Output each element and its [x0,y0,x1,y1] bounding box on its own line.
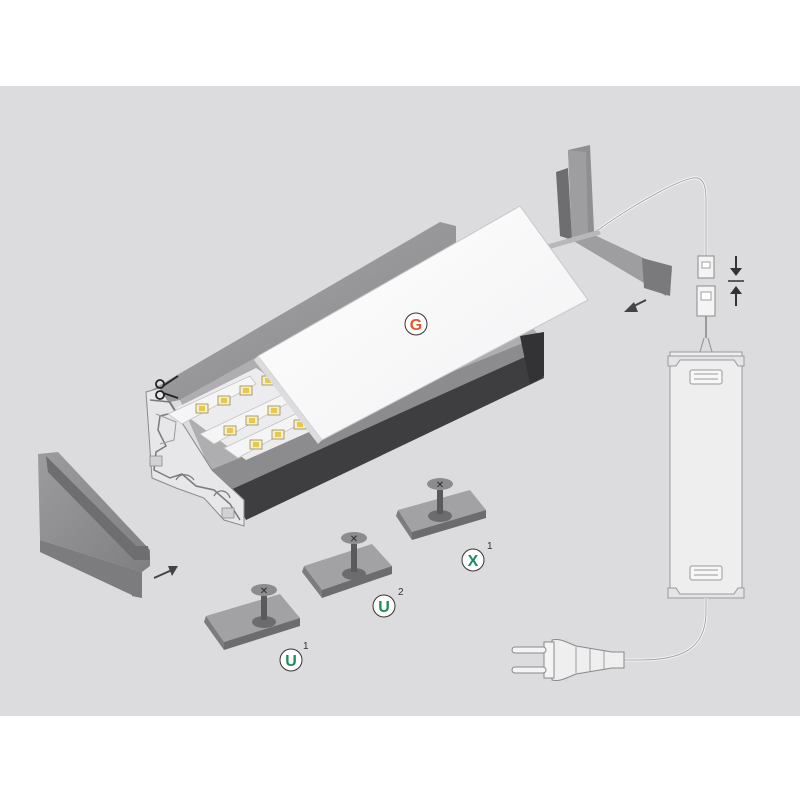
cable-upper-outline [597,177,707,258]
end-cap-left [38,452,150,598]
svg-text:U: U [285,653,297,670]
end-cap-right [556,145,672,296]
cable-lower [612,598,708,662]
led-chip [245,415,259,426]
arrow-left-icon [624,299,647,312]
end-cap-pin [543,229,601,251]
svg-text:X: X [468,553,479,570]
connector-male [696,285,716,353]
led-chip [239,385,253,396]
led-chip [223,425,237,436]
svg-text:G: G [410,317,422,334]
led-chip [195,403,209,414]
arrow-right-icon [153,566,178,579]
svg-text:U: U [378,599,390,616]
clip-x-label: X 1 [461,541,493,572]
connector-female [697,255,715,279]
svg-text:1: 1 [487,541,493,552]
led-chip [267,405,281,416]
clip-u1-label: U 1 [279,641,309,672]
svg-text:2: 2 [398,587,404,598]
power-plug-icon [511,639,625,681]
arrow-down-icon [730,256,742,276]
mounting-clip-u1: ✕ [204,584,300,650]
svg-text:1: 1 [303,641,309,652]
clip-u2-label: U 2 [372,587,404,618]
scissors-icon [155,375,179,400]
arrow-up-icon [730,286,742,306]
led-chip [217,395,231,406]
cable-lower-outline [612,598,707,661]
power-supply [667,351,745,599]
svg-text:✕: ✕ [436,480,444,491]
mounting-clip-u2: ✕ [302,532,392,598]
svg-text:✕: ✕ [260,586,268,597]
mounting-clip-x: ✕ [396,478,486,540]
led-chip [271,429,285,440]
led-strip [167,368,318,460]
diffuser-label: G [404,312,428,336]
svg-text:✕: ✕ [350,534,358,545]
led-chip [249,439,263,450]
